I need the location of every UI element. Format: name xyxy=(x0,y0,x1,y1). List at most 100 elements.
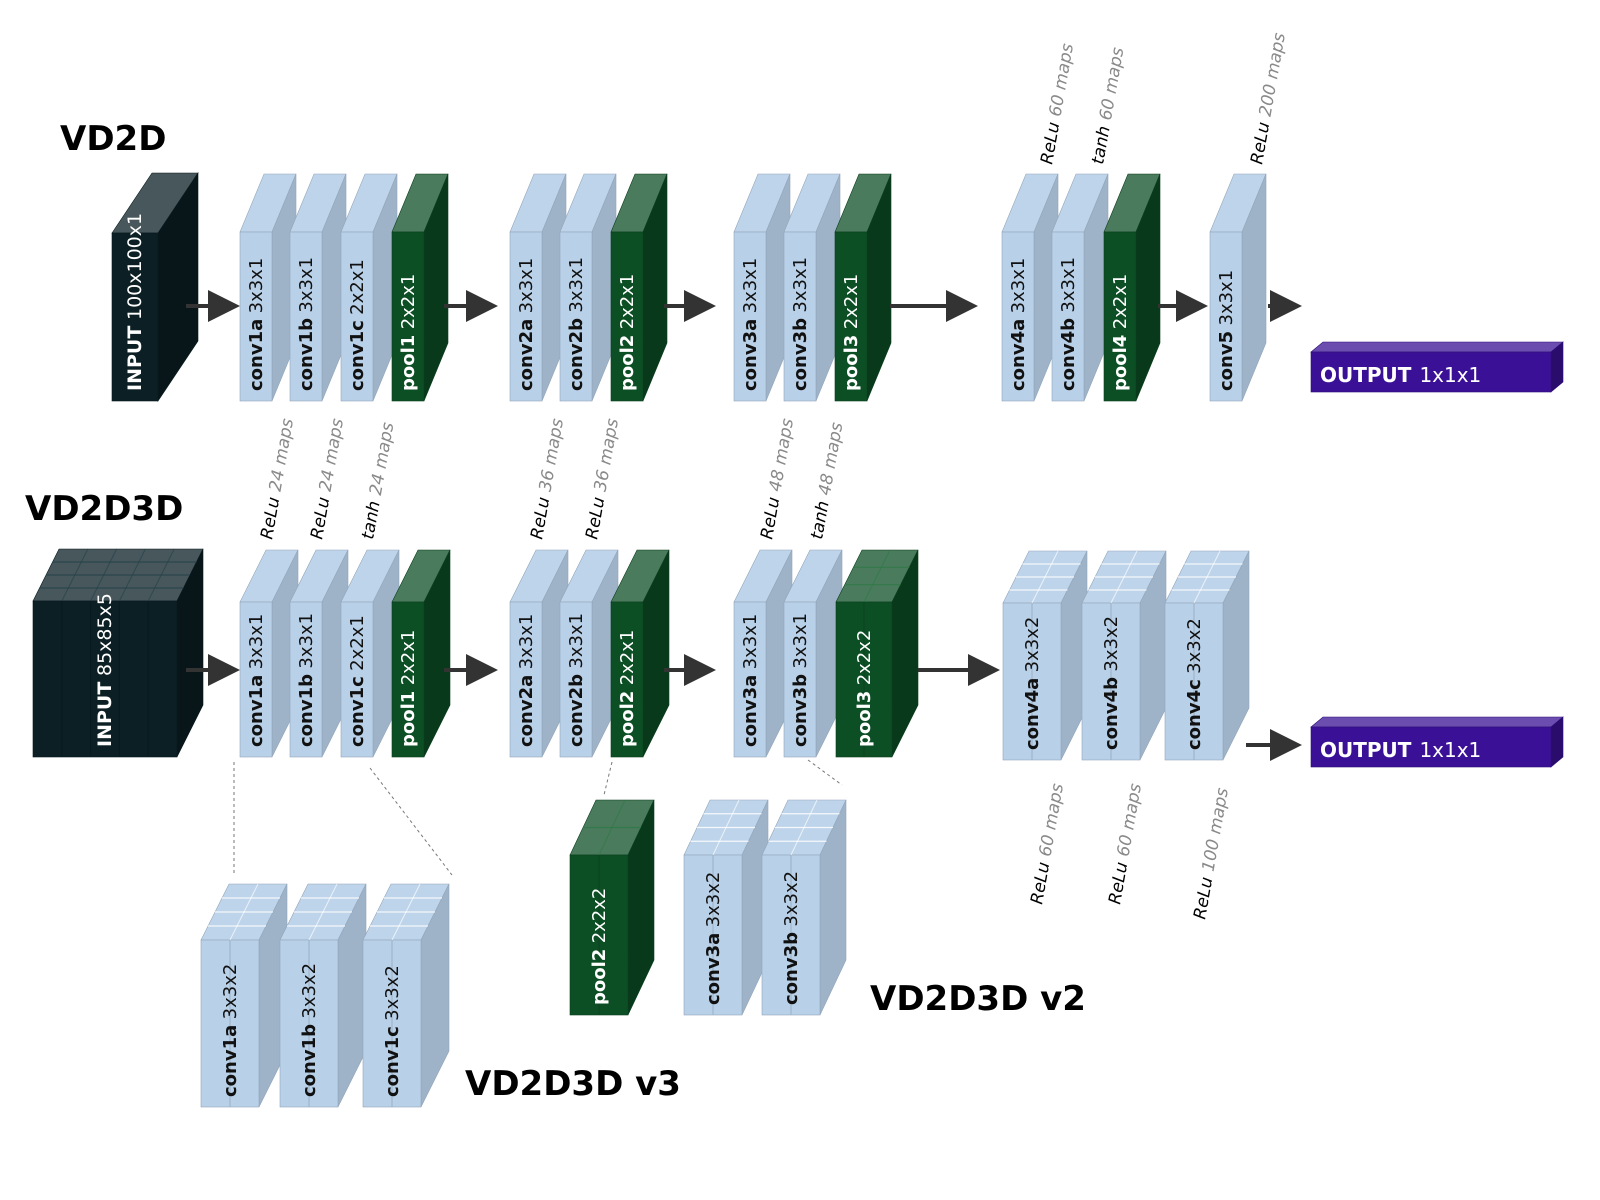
activation-mid: ReLu24 maps xyxy=(307,417,348,541)
layer-conv1a-r2: conv1a3x3x1 xyxy=(239,549,299,758)
layer-size: 2x2x2 xyxy=(854,630,875,686)
layer-size: 3x3x1 xyxy=(1216,270,1237,326)
layer-size: 3x3x1 xyxy=(296,257,317,313)
layer-size: 3x3x1 xyxy=(790,613,811,669)
activation-mid: ReLu48 maps xyxy=(757,417,798,541)
layer-name: pool2 xyxy=(617,335,638,391)
layer-pool4: pool42x2x1 xyxy=(1103,173,1161,402)
layer-name: conv4b xyxy=(1058,318,1079,391)
title-vd2d3d: VD2D3D xyxy=(25,489,183,529)
layer-size: 3x3x1 xyxy=(566,257,587,313)
v2-layer-conv3b: conv3b3x3x2 xyxy=(761,799,847,1016)
layer-name: conv2a xyxy=(516,319,537,391)
layer-label: conv4a 3x3x1 xyxy=(1008,258,1029,391)
layer-name: conv1a xyxy=(220,1025,241,1097)
layer-name: conv4c xyxy=(1184,679,1205,750)
layer-size: 2x2x1 xyxy=(841,274,862,330)
layer-name: conv4a xyxy=(1008,319,1029,391)
layer-name: conv1c xyxy=(347,320,368,391)
layer-name: conv3b xyxy=(790,674,811,747)
layer-size: 3x3x1 xyxy=(296,613,317,669)
layer-name: conv3b xyxy=(790,318,811,391)
layer-label: conv3a3x3x2 xyxy=(703,872,724,1005)
layer-size: 2x2x1 xyxy=(398,630,419,686)
layer-name: conv3a xyxy=(703,933,724,1005)
activation-conv4a: ReLu60 maps xyxy=(1037,42,1078,166)
layer-conv2a-r2: conv2a3x3x1 xyxy=(509,549,569,758)
layer-conv2b: conv2b3x3x1 xyxy=(559,173,617,402)
layer-size: 3x3x2 xyxy=(382,965,403,1021)
layer-label: conv1b3x3x2 xyxy=(299,963,320,1097)
layer-size: 3x3x2 xyxy=(220,964,241,1020)
layer-conv4b: conv4b3x3x1 xyxy=(1051,173,1109,402)
layer-label: conv1c 3x3x2 xyxy=(382,965,403,1097)
layer-name: pool1 xyxy=(398,335,419,391)
activation-mid: ReLu24 maps xyxy=(257,417,298,541)
layer-size: 3x3x1 xyxy=(566,613,587,669)
layer-label: conv1a 3x3x2 xyxy=(220,964,241,1097)
layer-size: 3x3x1 xyxy=(246,258,267,314)
layer-name: pool4 xyxy=(1110,335,1131,391)
layer-conv1c: conv1c2x2x1 xyxy=(340,173,398,402)
layer-size: 3x3x1 xyxy=(790,257,811,313)
layer-label: pool22x2x2 xyxy=(589,888,610,1005)
layer-label: conv2a3x3x1 xyxy=(516,614,537,747)
layer-label: conv2a 3x3x1 xyxy=(516,258,537,391)
layer-conv1b-r2: conv1b3x3x1 xyxy=(289,549,349,758)
layer-name: conv2b xyxy=(566,674,587,747)
layer-size: 3x3x2 xyxy=(1022,617,1043,673)
layer-name: pool3 xyxy=(841,335,862,391)
activation-mid: tanh48 maps xyxy=(807,421,847,541)
layer-conv2b-r2: conv2b 3x3x1 xyxy=(559,549,619,758)
layer-name: conv3a xyxy=(740,319,761,391)
layer-name: conv3a xyxy=(740,675,761,747)
layer-name: conv1c xyxy=(382,1026,403,1097)
activation-mid: tanh24 maps xyxy=(358,421,398,541)
layer-label: conv3a 3x3x1 xyxy=(740,614,761,747)
activation-conv4c-r2: ReLu100 maps xyxy=(1190,786,1233,921)
layer-label: conv1a3x3x1 xyxy=(246,614,267,747)
layer-size: 3x3x1 xyxy=(1008,258,1029,314)
zoom-guides xyxy=(233,759,843,876)
v3-layer-conv1b: conv1b3x3x2 xyxy=(279,883,367,1108)
zoom-guide-line xyxy=(603,761,613,796)
layer-label: conv1c2x2x1 xyxy=(347,615,368,747)
layer-conv4a: conv4a 3x3x1 xyxy=(1001,173,1059,402)
layer-conv4c-r2: conv4c3x3x2 xyxy=(1164,550,1250,761)
layer-size: 3x3x1 xyxy=(516,614,537,670)
layer-pool2-r2: pool22x2x1 xyxy=(610,549,670,758)
layer-size: 3x3x1 xyxy=(740,614,761,670)
layer-size: 2x2x2 xyxy=(589,888,610,944)
layer-size: 3x3x2 xyxy=(1101,616,1122,672)
layer-label: pool1 2x2x1 xyxy=(398,274,419,391)
layer-label: conv4b3x3x1 xyxy=(1058,257,1079,391)
layer-name: conv1b xyxy=(299,1024,320,1097)
activation-conv4b: tanh60 maps xyxy=(1088,46,1128,166)
input-block-vd2d3d: INPUT85x85x5 xyxy=(32,548,204,758)
title-vd2d3d-v3: VD2D3D v3 xyxy=(465,1064,681,1104)
v2-layer-conv3a: conv3a3x3x2 xyxy=(683,799,769,1016)
layer-conv3b-r2: conv3b 3x3x1 xyxy=(783,549,843,758)
layer-label: pool42x2x1 xyxy=(1110,274,1131,391)
layer-label: conv2b3x3x1 xyxy=(566,257,587,391)
layer-name: conv1b xyxy=(296,318,317,391)
layer-label: conv1b 3x3x1 xyxy=(296,257,317,391)
layer-conv2a: conv2a 3x3x1 xyxy=(509,173,567,402)
layer-size: 3x3x1 xyxy=(516,258,537,314)
layer-label: conv1c2x2x1 xyxy=(347,259,368,391)
layer-conv5: conv53x3x1 xyxy=(1209,173,1267,402)
layer-label: pool1 2x2x1 xyxy=(398,630,419,747)
activation-conv5: ReLu200 maps xyxy=(1247,31,1290,166)
activation-conv4a-r2: ReLu60 maps xyxy=(1027,782,1068,906)
zoom-guide-line xyxy=(369,767,453,876)
layer-label: conv4a3x3x2 xyxy=(1022,617,1043,750)
activation-conv4b-r2: ReLu60 maps xyxy=(1105,782,1146,906)
layer-size: 3x3x1 xyxy=(246,614,267,670)
layer-size: 2x2x1 xyxy=(398,274,419,330)
input-block-vd2d: INPUT100x100x1 xyxy=(111,172,199,402)
layer-name: pool1 xyxy=(398,691,419,747)
